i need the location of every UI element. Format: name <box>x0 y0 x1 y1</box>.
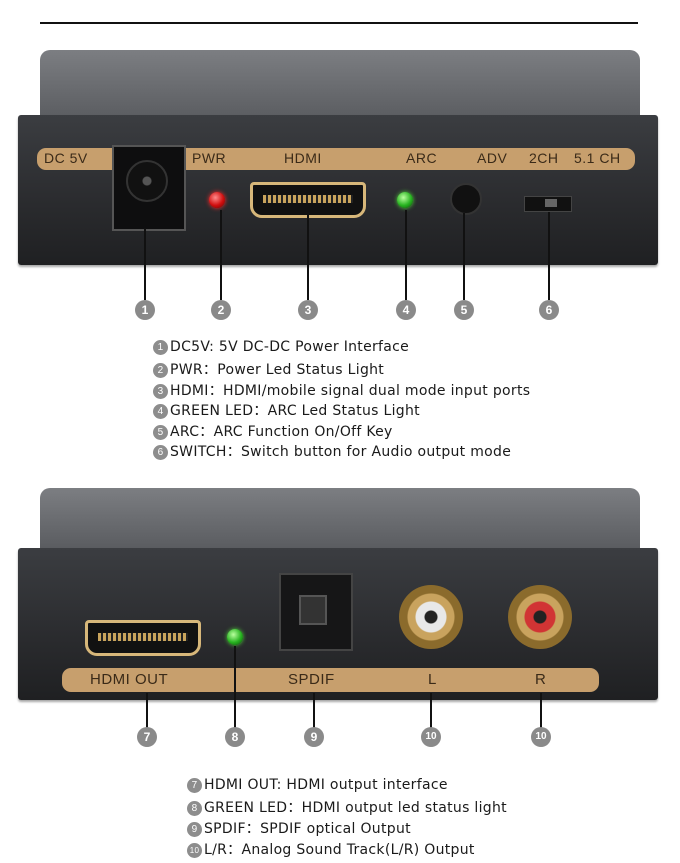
pointer-line <box>307 215 309 300</box>
label-spdif: SPDIF <box>288 671 335 688</box>
hdmi-out-led-icon <box>227 629 243 645</box>
label-r: R <box>535 671 547 688</box>
label-arc: ARC <box>406 150 438 166</box>
label-pwr: PWR <box>192 150 227 166</box>
label-hdmi-out: HDMI OUT <box>90 671 169 688</box>
pointer-line <box>144 228 146 300</box>
marker-10-left: 10 <box>421 727 441 747</box>
pwr-led-icon <box>209 192 225 208</box>
label-hdmi: HDMI <box>284 150 322 166</box>
marker-5: 5 <box>454 300 474 320</box>
hdmi-input-port[interactable] <box>250 182 366 218</box>
rca-left-jack[interactable] <box>399 585 463 649</box>
rca-right-jack[interactable] <box>508 585 572 649</box>
marker-2: 2 <box>211 300 231 320</box>
label-2ch: 2CH <box>529 150 559 166</box>
power-jack-socket-icon <box>126 160 168 202</box>
top-divider <box>40 22 638 24</box>
marker-10-right: 10 <box>531 727 551 747</box>
marker-9: 9 <box>304 727 324 747</box>
pointer-line <box>540 693 542 728</box>
pointer-line <box>313 693 315 728</box>
label-51ch: 5.1 CH <box>574 150 621 166</box>
label-l: L <box>428 671 437 688</box>
pointer-line <box>548 212 550 300</box>
pointer-line <box>146 693 148 728</box>
arc-led-icon <box>397 192 413 208</box>
pointer-line <box>234 646 236 728</box>
marker-3: 3 <box>298 300 318 320</box>
hdmi-output-port[interactable] <box>85 620 201 656</box>
marker-4: 4 <box>396 300 416 320</box>
spdif-optical-port[interactable] <box>279 573 353 651</box>
label-dc5v: DC 5V <box>44 150 88 166</box>
label-band <box>37 148 635 170</box>
pointer-line <box>220 210 222 300</box>
marker-7: 7 <box>137 727 157 747</box>
pointer-line <box>405 210 407 300</box>
device-top-surface <box>40 488 640 558</box>
pointer-line <box>463 213 465 300</box>
arc-button[interactable] <box>450 183 482 215</box>
label-band <box>62 668 599 692</box>
marker-1: 1 <box>135 300 155 320</box>
marker-6: 6 <box>539 300 559 320</box>
marker-8: 8 <box>225 727 245 747</box>
label-adv: ADV <box>477 150 508 166</box>
audio-mode-switch[interactable] <box>524 196 572 212</box>
pointer-line <box>430 693 432 728</box>
